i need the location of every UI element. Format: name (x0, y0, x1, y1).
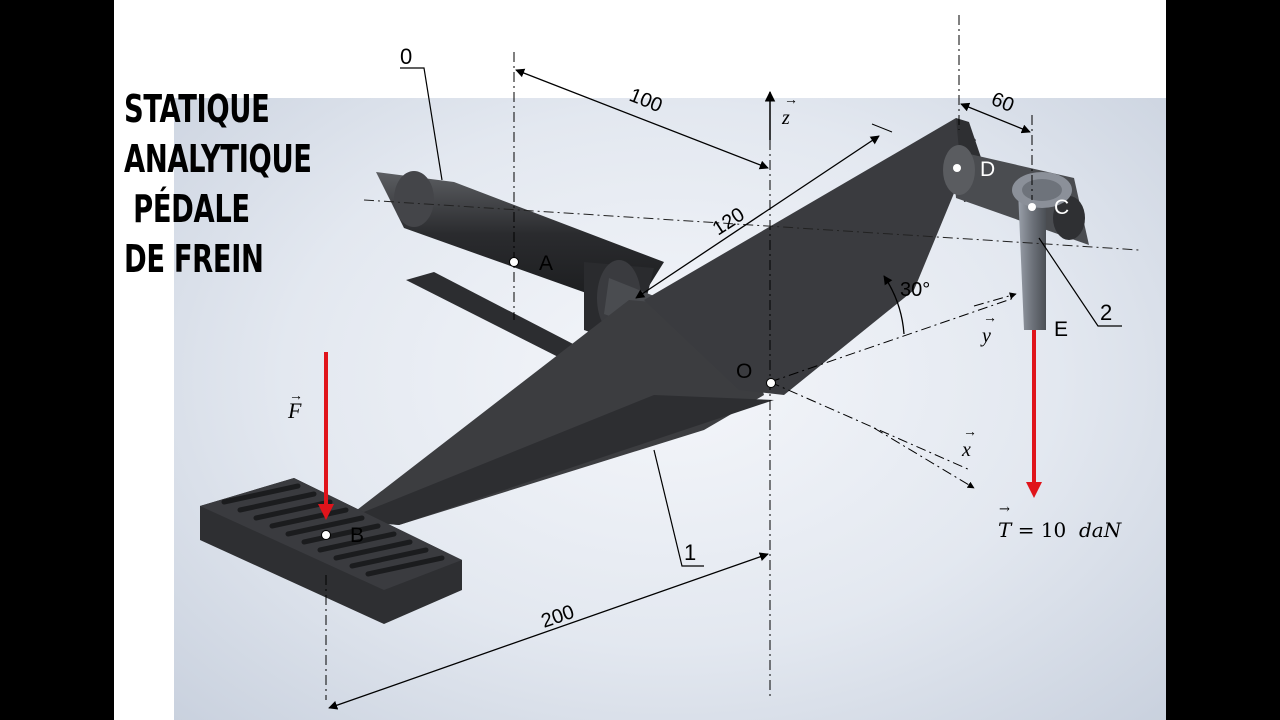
axis-line-y (769, 297, 1015, 383)
axis-y-vector-arrow: → (983, 309, 997, 325)
pedal-arm-body (344, 300, 764, 525)
dim-label-120: 120 (709, 204, 749, 241)
point-label-o: O (736, 360, 752, 383)
axis-x-vector-arrow: → (963, 423, 977, 439)
axis-label-z: z (781, 107, 790, 129)
diagram-canvas: 0 1 2 A B C D E O 100 120 200 60 30° z →… (114, 0, 1166, 720)
title-line-1: STATIQUE (124, 87, 270, 131)
frame-base (406, 272, 604, 370)
title-line-3: PÉDALE (124, 187, 250, 231)
force-label-f: F (287, 398, 302, 423)
dim-120-ext (871, 123, 893, 133)
point-label-b: B (350, 524, 364, 547)
title-line-4: DE FREIN (124, 237, 264, 281)
x-axis-arrow (873, 427, 975, 489)
axis-label-x: x (961, 439, 971, 461)
dim-120-line (635, 135, 880, 299)
page-title: STATIQUE ANALYTIQUE PÉDALE DE FREIN (124, 84, 312, 284)
force-f-vector-arrow: → (289, 387, 303, 403)
dim-200-line (328, 552, 769, 710)
pedal-arm-side (344, 395, 774, 525)
leader-0 (400, 67, 443, 181)
part-label-0: 0 (400, 44, 412, 69)
point-o-marker (766, 378, 776, 388)
force-t-formula: → T = 10 daN (998, 502, 1122, 542)
lever-arm (1018, 190, 1046, 330)
force-t-symbol-wrap: → T (998, 502, 1012, 542)
part-label-2: 2 (1100, 300, 1112, 325)
point-b-marker (321, 530, 331, 540)
point-label-a: A (539, 252, 553, 275)
point-label-d: D (980, 158, 995, 181)
part-label-1: 1 (684, 540, 696, 565)
dim-60-line (960, 102, 1031, 134)
frame-cylinder-end (394, 171, 434, 227)
force-t-symbol: T (998, 518, 1012, 542)
force-t-vector-arrow: → (999, 502, 1010, 517)
dim-label-100: 100 (626, 84, 665, 117)
dim-100-line (515, 68, 769, 170)
axis-line-x (769, 381, 971, 471)
force-t-value: = 10 (1017, 518, 1073, 542)
rod-end (1053, 196, 1085, 240)
leader-1 (653, 449, 704, 567)
leader-2 (1038, 237, 1122, 327)
y-axis-arrow (973, 292, 1017, 307)
point-a-marker (509, 257, 519, 267)
force-t-unit: daN (1078, 518, 1122, 542)
point-c-marker (1028, 203, 1036, 211)
axis-label-y: y (980, 325, 991, 347)
axis-z-vector-arrow: → (784, 91, 798, 107)
pedal-drawing: 0 1 2 A B C D E O 100 120 200 60 30° z →… (200, 15, 1140, 710)
title-line-2: ANALYTIQUE (124, 137, 312, 181)
angle-label-30: 30° (900, 279, 930, 301)
dim-label-60: 60 (988, 88, 1017, 117)
point-d-marker (953, 164, 961, 172)
pedal-arm-1 (344, 118, 1089, 525)
dim-label-200: 200 (538, 601, 577, 633)
point-label-e: E (1054, 318, 1068, 341)
point-label-c: C (1054, 196, 1069, 219)
angle-arc (883, 275, 905, 335)
